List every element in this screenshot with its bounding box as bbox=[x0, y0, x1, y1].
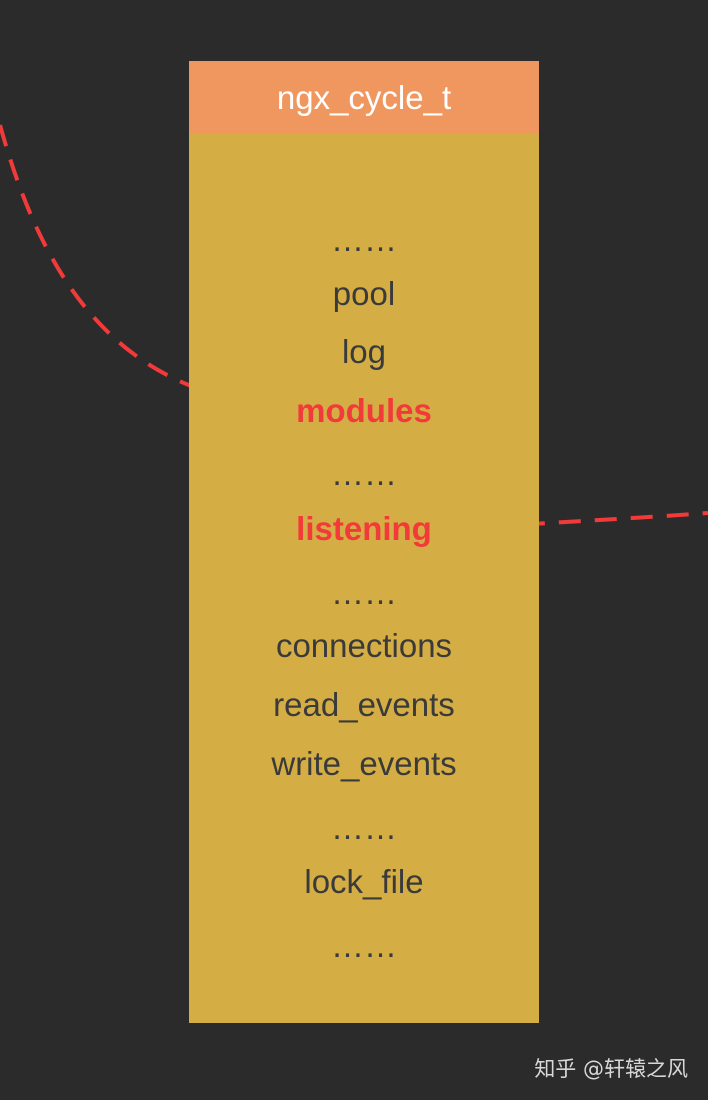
struct-field-read-events: read_events bbox=[273, 686, 455, 723]
struct-field-write-events: write_events bbox=[271, 745, 457, 782]
struct-field-ellipsis-2: …… bbox=[331, 455, 397, 492]
watermark: 知乎 @轩辕之风 bbox=[534, 1057, 688, 1081]
struct-field-ellipsis-5: …… bbox=[331, 927, 397, 964]
ngx-cycle-t-struct: ngx_cycle_t …… pool log modules …… liste… bbox=[189, 61, 539, 1023]
struct-field-ellipsis-1: …… bbox=[331, 221, 397, 258]
struct-field-ellipsis-3: …… bbox=[331, 574, 397, 611]
struct-field-connections: connections bbox=[275, 627, 453, 664]
struct-field-pool: pool bbox=[332, 275, 396, 312]
struct-field-ellipsis-4: …… bbox=[331, 809, 397, 846]
struct-field-log: log bbox=[341, 333, 387, 370]
struct-field-modules: modules bbox=[296, 392, 432, 429]
struct-field-listening: listening bbox=[296, 510, 432, 547]
struct-title: ngx_cycle_t bbox=[189, 61, 539, 134]
struct-field-lock-file: lock_file bbox=[304, 863, 424, 900]
